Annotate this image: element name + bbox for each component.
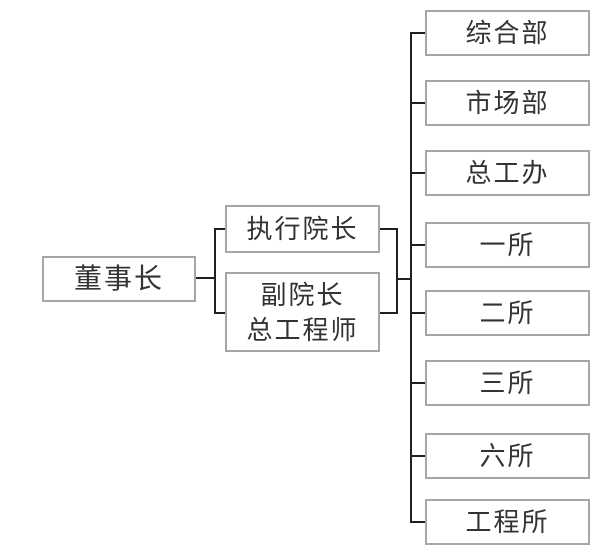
- node-institute-3-label: 三所: [479, 368, 536, 398]
- connector-stub-institute-3: [410, 382, 427, 384]
- node-chief-engineer-office-label: 总工办: [465, 158, 550, 188]
- connector-stub-institute-1: [410, 244, 427, 246]
- node-marketing-dept-label: 市场部: [465, 88, 550, 118]
- node-institute-3: 三所: [425, 360, 590, 406]
- connector-bridge-horizontal: [396, 278, 412, 280]
- connector-stub-institute-6: [410, 455, 427, 457]
- node-marketing-dept: 市场部: [425, 80, 590, 126]
- node-chief-engineer-label: 总工程师: [246, 314, 359, 345]
- connector-stub-engineering-institute: [410, 521, 427, 523]
- node-institute-1-label: 一所: [479, 230, 536, 260]
- connector-middle-right-vertical: [396, 228, 398, 314]
- node-engineering-institute: 工程所: [425, 499, 590, 545]
- node-institute-2-label: 二所: [479, 298, 536, 328]
- connector-executive-dean-left-stub: [214, 228, 227, 230]
- node-institute-6-label: 六所: [479, 441, 536, 471]
- node-institute-2: 二所: [425, 290, 590, 336]
- node-chairman: 董事长: [42, 256, 196, 302]
- node-chairman-label: 董事长: [73, 263, 164, 294]
- node-institute-1: 一所: [425, 222, 590, 268]
- connector-stub-chief-engineer-office: [410, 172, 427, 174]
- connector-executive-dean-right-stub: [378, 228, 398, 230]
- node-general-dept-label: 综合部: [465, 18, 550, 48]
- node-chief-engineer-office: 总工办: [425, 150, 590, 196]
- connector-stub-institute-2: [410, 312, 427, 314]
- node-engineering-institute-label: 工程所: [465, 507, 550, 537]
- node-institute-6: 六所: [425, 433, 590, 479]
- node-general-dept: 综合部: [425, 10, 590, 56]
- connector-chairman-horizontal: [196, 277, 216, 279]
- node-executive-dean: 执行院长: [225, 205, 380, 253]
- connector-deputy-dean-right-stub: [378, 312, 398, 314]
- node-executive-dean-label: 执行院长: [246, 214, 359, 244]
- connector-departments-spine: [410, 32, 412, 523]
- connector-left-vertical: [214, 228, 216, 314]
- connector-stub-general-dept: [410, 32, 427, 34]
- node-deputy-dean-label: 副院长: [260, 279, 345, 310]
- connector-deputy-dean-left-stub: [214, 312, 227, 314]
- node-deputy-dean-chief-engineer: 副院长 总工程师: [225, 272, 380, 352]
- connector-stub-marketing-dept: [410, 102, 427, 104]
